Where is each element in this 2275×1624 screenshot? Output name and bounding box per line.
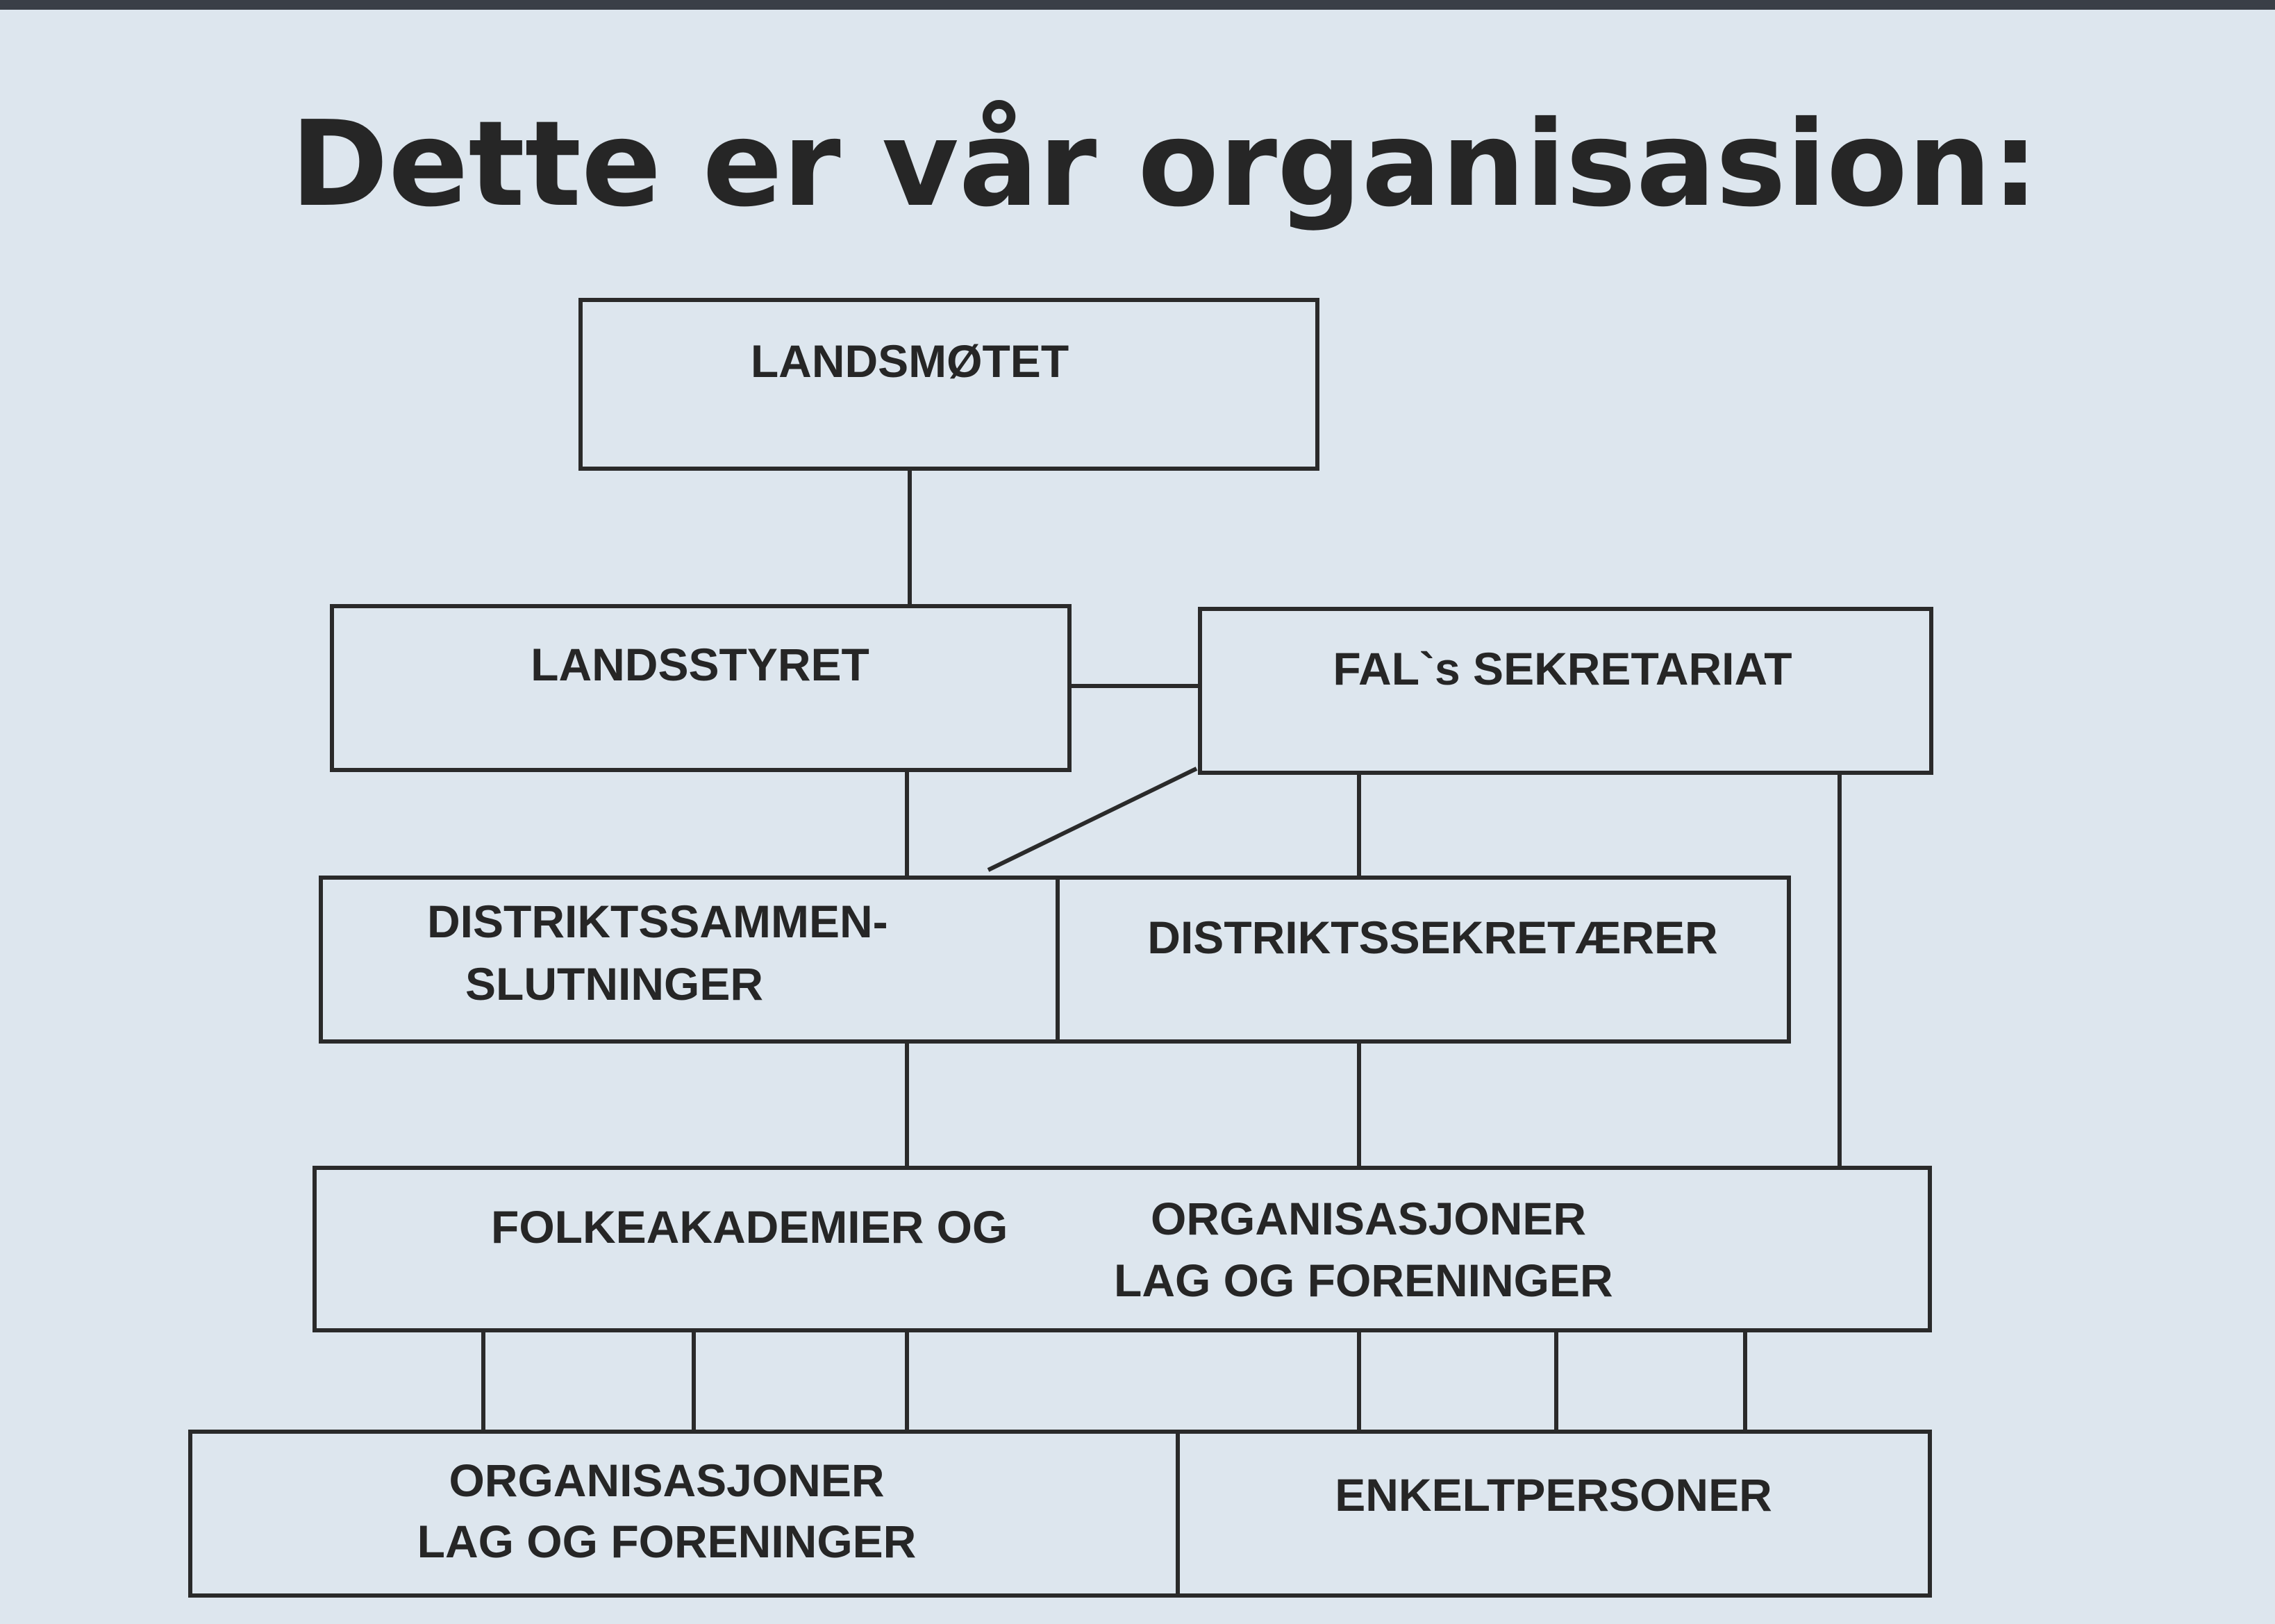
node-label: SLUTNINGER (465, 958, 763, 1010)
node-label: DISTRIKTSSAMMEN- (427, 896, 888, 947)
node-label: LANDSSTYRET (531, 639, 869, 690)
node-distriktssammenslutninger: DISTRIKTSSAMMEN- SLUTNINGER (319, 876, 1060, 1044)
node-label: LAG OG FORENINGER (1114, 1255, 1613, 1306)
node-label: LAG OG FORENINGER (417, 1516, 917, 1567)
node-sekretariat: FAL`s SEKRETARIAT (1198, 607, 1933, 775)
node-distriktssekretaerer: DISTRIKTSSEKRETÆRER (1056, 876, 1791, 1044)
node-label: ENKELTPERSONER (1335, 1469, 1772, 1521)
node-landsstyret: LANDSSTYRET (330, 604, 1072, 772)
node-label: FOLKEAKADEMIER OG (491, 1201, 1008, 1253)
node-label: DISTRIKTSSEKRETÆRER (1147, 912, 1717, 963)
page-title: Dette er vår organisasion: (290, 96, 2039, 233)
top-edge (0, 0, 2275, 10)
node-landsmotet: LANDSMØTET (578, 298, 1319, 471)
node-folkeakademier: FOLKEAKADEMIER OG ORGANISASJONER LAG OG … (312, 1166, 1932, 1332)
node-label: ORGANISASJONER (449, 1455, 884, 1506)
node-label: FAL`s SEKRETARIAT (1333, 643, 1792, 694)
node-label: LANDSMØTET (751, 335, 1069, 387)
node-label: ORGANISASJONER (1151, 1193, 1586, 1244)
connector-lines (481, 469, 1842, 1432)
node-enkeltpersoner: ENKELTPERSONER (1176, 1430, 1932, 1598)
node-organisasjoner: ORGANISASJONER LAG OG FORENINGER (188, 1430, 1180, 1598)
